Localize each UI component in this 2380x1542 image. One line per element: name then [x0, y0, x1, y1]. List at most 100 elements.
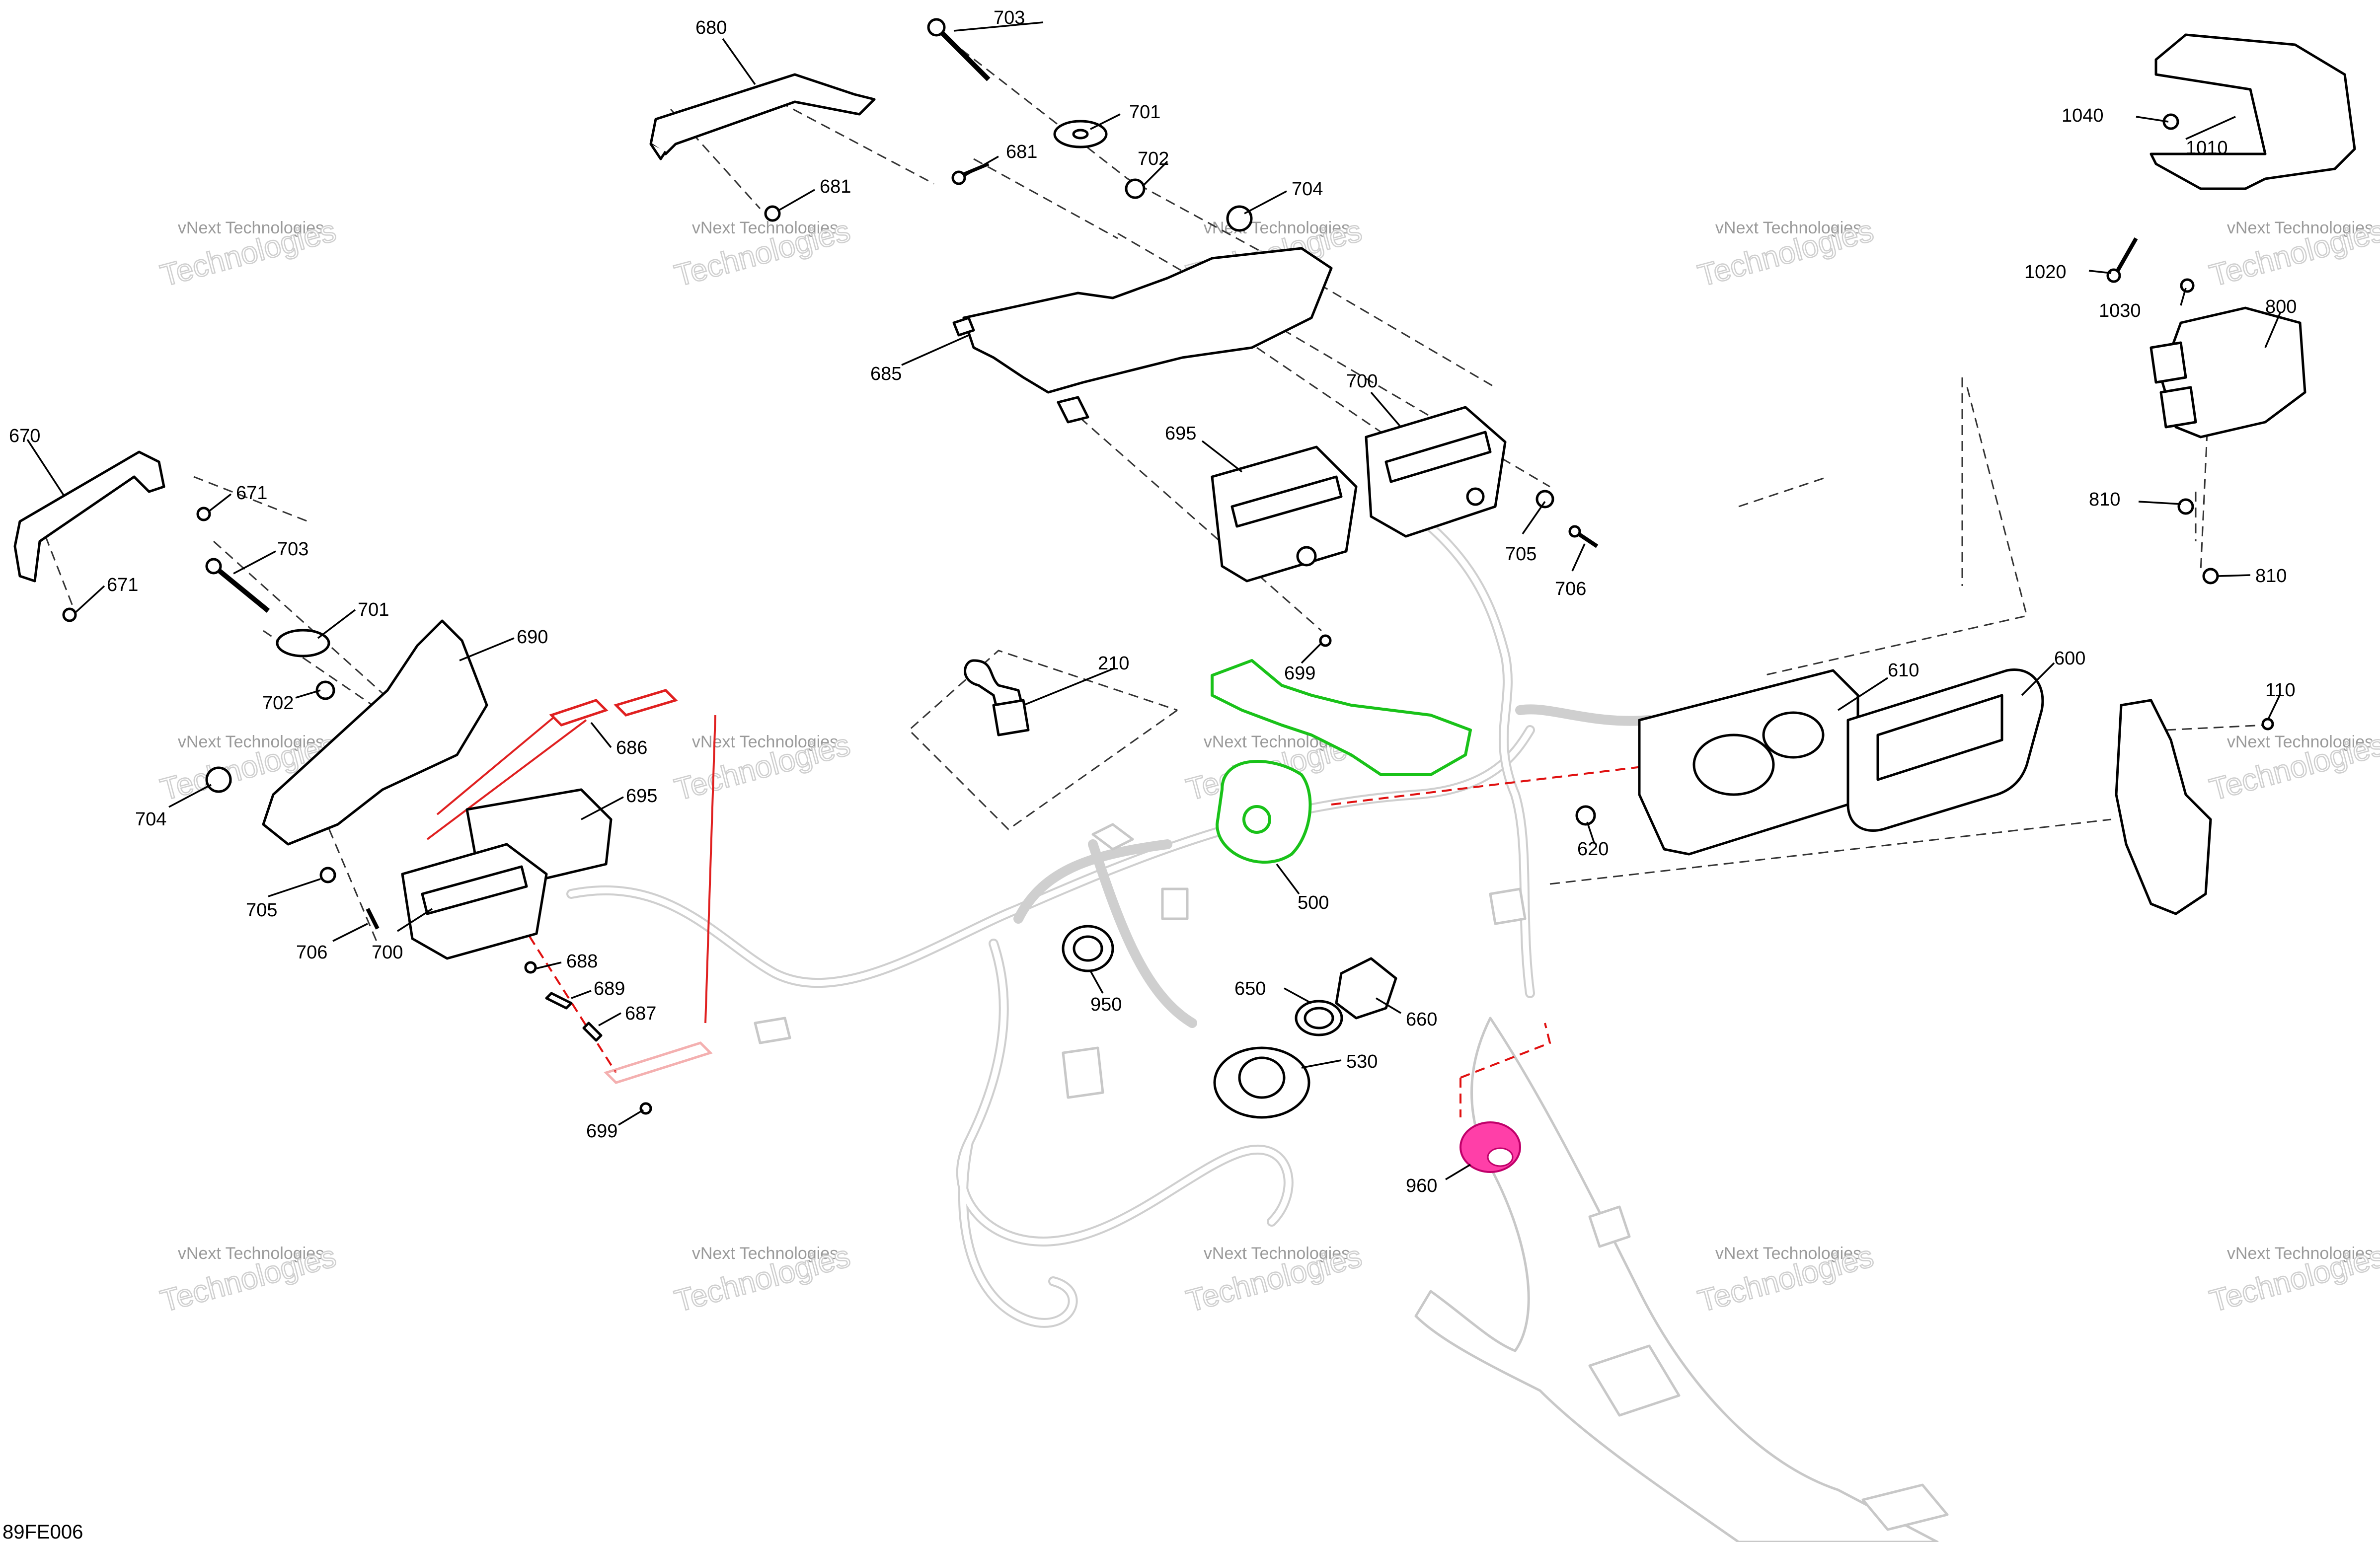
callout-704-left: 704 — [135, 809, 166, 830]
screw-688 — [524, 961, 537, 974]
screw-810-b — [2202, 568, 2219, 585]
spring-689 — [545, 992, 573, 1010]
bolt-1020 — [2106, 237, 2138, 283]
bolt-706-left — [366, 908, 380, 930]
callout-687: 687 — [625, 1003, 656, 1024]
red-clip-lower — [604, 1041, 713, 1084]
callout-680: 680 — [695, 17, 727, 38]
connector-210 — [964, 659, 1030, 736]
washer-705-left — [319, 867, 336, 883]
headlight-695-top — [1211, 445, 1358, 583]
bracket-690 — [262, 619, 488, 846]
callout-706-left: 706 — [296, 942, 327, 963]
callout-704-top: 704 — [1292, 179, 1323, 200]
callout-530: 530 — [1346, 1051, 1378, 1072]
callout-701-top: 701 — [1129, 102, 1160, 123]
watermark-text: vNext Technologies — [1204, 1244, 1350, 1263]
callout-800: 800 — [2265, 296, 2297, 317]
grommet-701-left — [276, 629, 330, 658]
callout-660: 660 — [1406, 1009, 1437, 1030]
callout-650: 650 — [1234, 978, 1266, 999]
bracket-670 — [13, 450, 165, 583]
screw-671-b — [62, 607, 77, 622]
bolt-681-top — [951, 162, 990, 185]
screw-687 — [582, 1022, 603, 1042]
callout-688: 688 — [566, 951, 598, 972]
nut-704-top — [1226, 205, 1253, 232]
watermark-text: vNext Technologies — [1715, 219, 1861, 237]
callout-810-b: 810 — [2255, 566, 2287, 587]
screw-671-a — [196, 507, 211, 521]
callout-686: 686 — [616, 737, 647, 758]
callout-689: 689 — [594, 978, 625, 999]
wiring-harness — [566, 492, 1654, 1328]
usb-960 — [1459, 1121, 1521, 1173]
callout-labels: 680 703 701 681 702 681 704 685 700 695 … — [9, 7, 2297, 1196]
callout-810-a: 810 — [2089, 489, 2120, 510]
cluster-housing-610 — [1638, 669, 1859, 856]
diagram-code: 89FE006 — [2, 1521, 83, 1542]
socket-950 — [1062, 925, 1114, 972]
screw-810-a — [2177, 498, 2194, 515]
ring-650 — [1295, 1000, 1343, 1036]
callout-702-top: 702 — [1138, 148, 1169, 169]
watermark-text: vNext Technologies — [2227, 733, 2373, 751]
watermark-text: vNext Technologies — [178, 219, 324, 237]
callout-671-b: 671 — [107, 575, 138, 595]
callout-950: 950 — [1090, 994, 1122, 1015]
nut-704-left — [205, 766, 232, 793]
callout-610: 610 — [1888, 660, 1919, 681]
callout-600: 600 — [2054, 648, 2085, 669]
callout-700-left: 700 — [372, 942, 403, 963]
nut-702-left — [315, 680, 335, 700]
callout-705-left: 705 — [246, 900, 277, 921]
callout-702-left: 702 — [262, 693, 294, 714]
callout-695-left: 695 — [626, 786, 657, 807]
connector-660 — [1335, 957, 1397, 1020]
bracket-680 — [649, 73, 876, 160]
headlight-700-top — [1365, 406, 1507, 538]
watermark-text: vNext Technologies — [2227, 1244, 2373, 1263]
callout-703-left: 703 — [277, 539, 308, 560]
bracket-110 — [2115, 699, 2212, 915]
callout-695-top: 695 — [1165, 423, 1196, 444]
callout-620: 620 — [1577, 839, 1609, 860]
callout-1040: 1040 — [2062, 105, 2104, 126]
callout-700-top: 700 — [1346, 371, 1378, 392]
callout-703-top: 703 — [994, 7, 1025, 28]
callout-leaders — [26, 21, 2281, 1180]
watermark-text: vNext Technologies — [2227, 219, 2373, 237]
switch-530 — [1213, 1046, 1310, 1119]
callout-110: 110 — [2265, 680, 2296, 701]
callout-685: 685 — [870, 364, 902, 384]
nut-702-top — [1125, 178, 1146, 199]
callout-670: 670 — [9, 426, 40, 446]
nut-681-b — [764, 205, 781, 222]
callout-500: 500 — [1298, 892, 1329, 913]
bolt-699-top — [1319, 634, 1332, 647]
watermark-text: vNext Technologies — [178, 733, 324, 751]
display-600 — [1846, 668, 2044, 832]
bracket-1010 — [2150, 33, 2356, 190]
callout-960: 960 — [1406, 1175, 1437, 1196]
frame-ghost — [1414, 1017, 1949, 1542]
watermark-text: vNext Technologies — [1715, 1244, 1861, 1263]
callout-1020: 1020 — [2024, 262, 2067, 283]
callout-681-mid: 681 — [820, 176, 851, 197]
callout-210: 210 — [1098, 653, 1129, 674]
callout-1030: 1030 — [2099, 300, 2141, 321]
module-800 — [2150, 306, 2306, 439]
callout-690: 690 — [517, 627, 548, 648]
nut-1030 — [2180, 278, 2195, 293]
callout-699-top: 699 — [1284, 663, 1315, 684]
callout-701-left: 701 — [358, 599, 389, 620]
watermark-text: vNext Technologies — [692, 733, 838, 751]
callout-706-top: 706 — [1555, 579, 1586, 599]
callout-681-top: 681 — [1006, 142, 1037, 162]
watermark-text: vNext Technologies — [692, 219, 838, 237]
callout-1010: 1010 — [2186, 138, 2228, 158]
bolt-703-left — [205, 558, 270, 613]
screw-110 — [2261, 718, 2274, 731]
bracket-685 — [952, 247, 1333, 424]
